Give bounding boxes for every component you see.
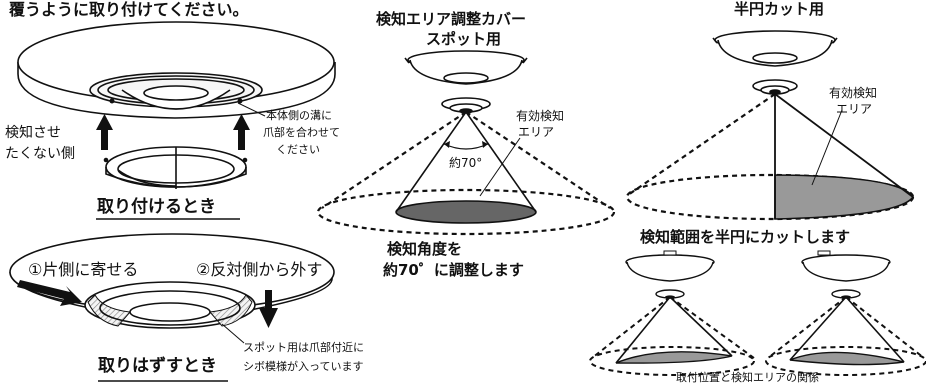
remove-push-arrow [17, 280, 82, 306]
install-top-caption: 覆うように取り付けてください。 [9, 0, 249, 19]
groove-leader-line [237, 102, 266, 117]
remove-down-arrow [259, 290, 278, 328]
install-heading: 取り付けるとき [97, 197, 216, 217]
groove-note-line1: 本体側の溝に [266, 109, 332, 122]
install-up-arrow-right [233, 114, 250, 150]
spot-detection-cone [316, 111, 616, 236]
half-area-label-line1: 有効検知 [829, 86, 878, 100]
spot-cover-part [404, 50, 528, 85]
install-cover-ring [103, 146, 248, 189]
groove-note-line2: 爪部を合わせて [263, 126, 340, 139]
half-caption: 検知範囲を半円にカットします [640, 228, 851, 246]
install-up-arrow-left [96, 114, 113, 150]
remove-step-1: ①片側に寄せる [28, 260, 139, 279]
remove-heading: 取りはずすとき [98, 356, 217, 376]
remove-step-2: ②反対側から外す [196, 260, 323, 279]
install-ceiling-plate [17, 21, 336, 119]
half-relation-caption: 取付位置と検知エリアの関係 [676, 371, 819, 384]
install-side-label-line2: たくない側 [5, 146, 75, 162]
install-side-label-line1: 検知させ [5, 125, 61, 141]
spot-note-leader-line [221, 323, 245, 344]
spot-note-line1: スポット用は爪部付近に [243, 341, 364, 354]
half-detection-area [625, 93, 915, 221]
spot-title-line1: 検知エリア調整カバー [376, 10, 527, 28]
half-sensor-head [752, 79, 798, 95]
spot-area-label-line1: 有効検知 [516, 109, 565, 123]
spot-area-label-line2: エリア [518, 125, 555, 139]
half-example-left [589, 250, 755, 376]
spot-angle-label: 約70° [449, 156, 483, 170]
remove-ceiling-plate [9, 233, 335, 329]
spot-sensor-head [441, 97, 491, 114]
half-cover-part [712, 30, 838, 67]
half-area-label-line2: エリア [836, 102, 873, 116]
spot-title-line2: スポット用 [426, 30, 502, 48]
spot-note-line2: シボ模様が入っています [243, 360, 364, 373]
spot-caption-line1: 検知角度を [387, 240, 463, 258]
half-title: 半円カット用 [734, 0, 825, 18]
half-example-right [765, 250, 926, 376]
groove-note-line3: ください [276, 143, 320, 156]
spot-caption-line2: 約70゜に調整します [383, 261, 524, 279]
